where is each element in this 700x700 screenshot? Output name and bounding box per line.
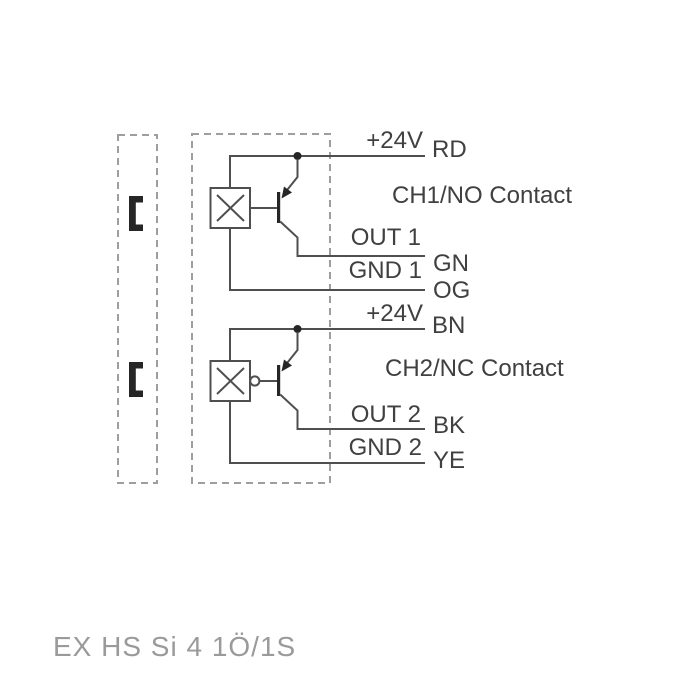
ch2-gnd-label: GND 2 [348, 434, 422, 461]
ch2-supply-label: +24V [366, 300, 423, 327]
junction-dot [293, 325, 302, 333]
x-box-icon [209, 187, 251, 229]
ch2-emitter-wire [284, 332, 299, 366]
module-boundary-dashed-box [191, 133, 331, 484]
channel-1-circuit [209, 152, 425, 291]
ch2-out-wire-color: BK [433, 412, 466, 439]
ch1-supply-label: +24V [366, 127, 423, 154]
ch1-supply-wire-color: RD [432, 136, 467, 163]
ch2-supply-wire [229, 328, 425, 361]
ch1-out-wire-color: GN [433, 250, 469, 277]
ch2-gnd-wire-color: YE [433, 447, 466, 474]
ch2-contact-label: CH2/NC Contact [385, 355, 564, 382]
channel-2-circuit [209, 325, 425, 464]
ch2-emitter-arrow-icon [281, 359, 292, 372]
bracket-icon [129, 362, 143, 397]
ch2-out-wire [279, 393, 425, 430]
inverter-bubble-icon [249, 375, 261, 387]
connector-boundary-dashed-box [117, 134, 158, 484]
ch1-emitter-arrow-icon [281, 186, 292, 199]
ch2-supply-wire-color: BN [432, 312, 466, 339]
bracket-icon [129, 196, 143, 231]
ch1-transistor-base-bar [277, 192, 281, 223]
ch1-supply-wire [229, 155, 425, 188]
ch1-gnd-label: GND 1 [348, 257, 422, 284]
model-designation: EX HS Si 4 1Ö/1S [53, 631, 297, 662]
ch1-out-label: OUT 1 [350, 224, 421, 251]
ch1-gnd-wire-color: OG [433, 277, 471, 304]
ch1-contact-label: CH1/NO Contact [392, 182, 573, 209]
ch1-emitter-wire [284, 159, 299, 193]
ch2-transistor-base-bar [277, 365, 281, 396]
ch2-gnd-wire [229, 401, 425, 464]
ch1-gnd-wire [229, 228, 425, 291]
ch2-out-label: OUT 2 [350, 401, 421, 428]
x-box-icon [209, 360, 251, 402]
junction-dot [293, 152, 302, 160]
ch1-out-wire [279, 220, 425, 257]
